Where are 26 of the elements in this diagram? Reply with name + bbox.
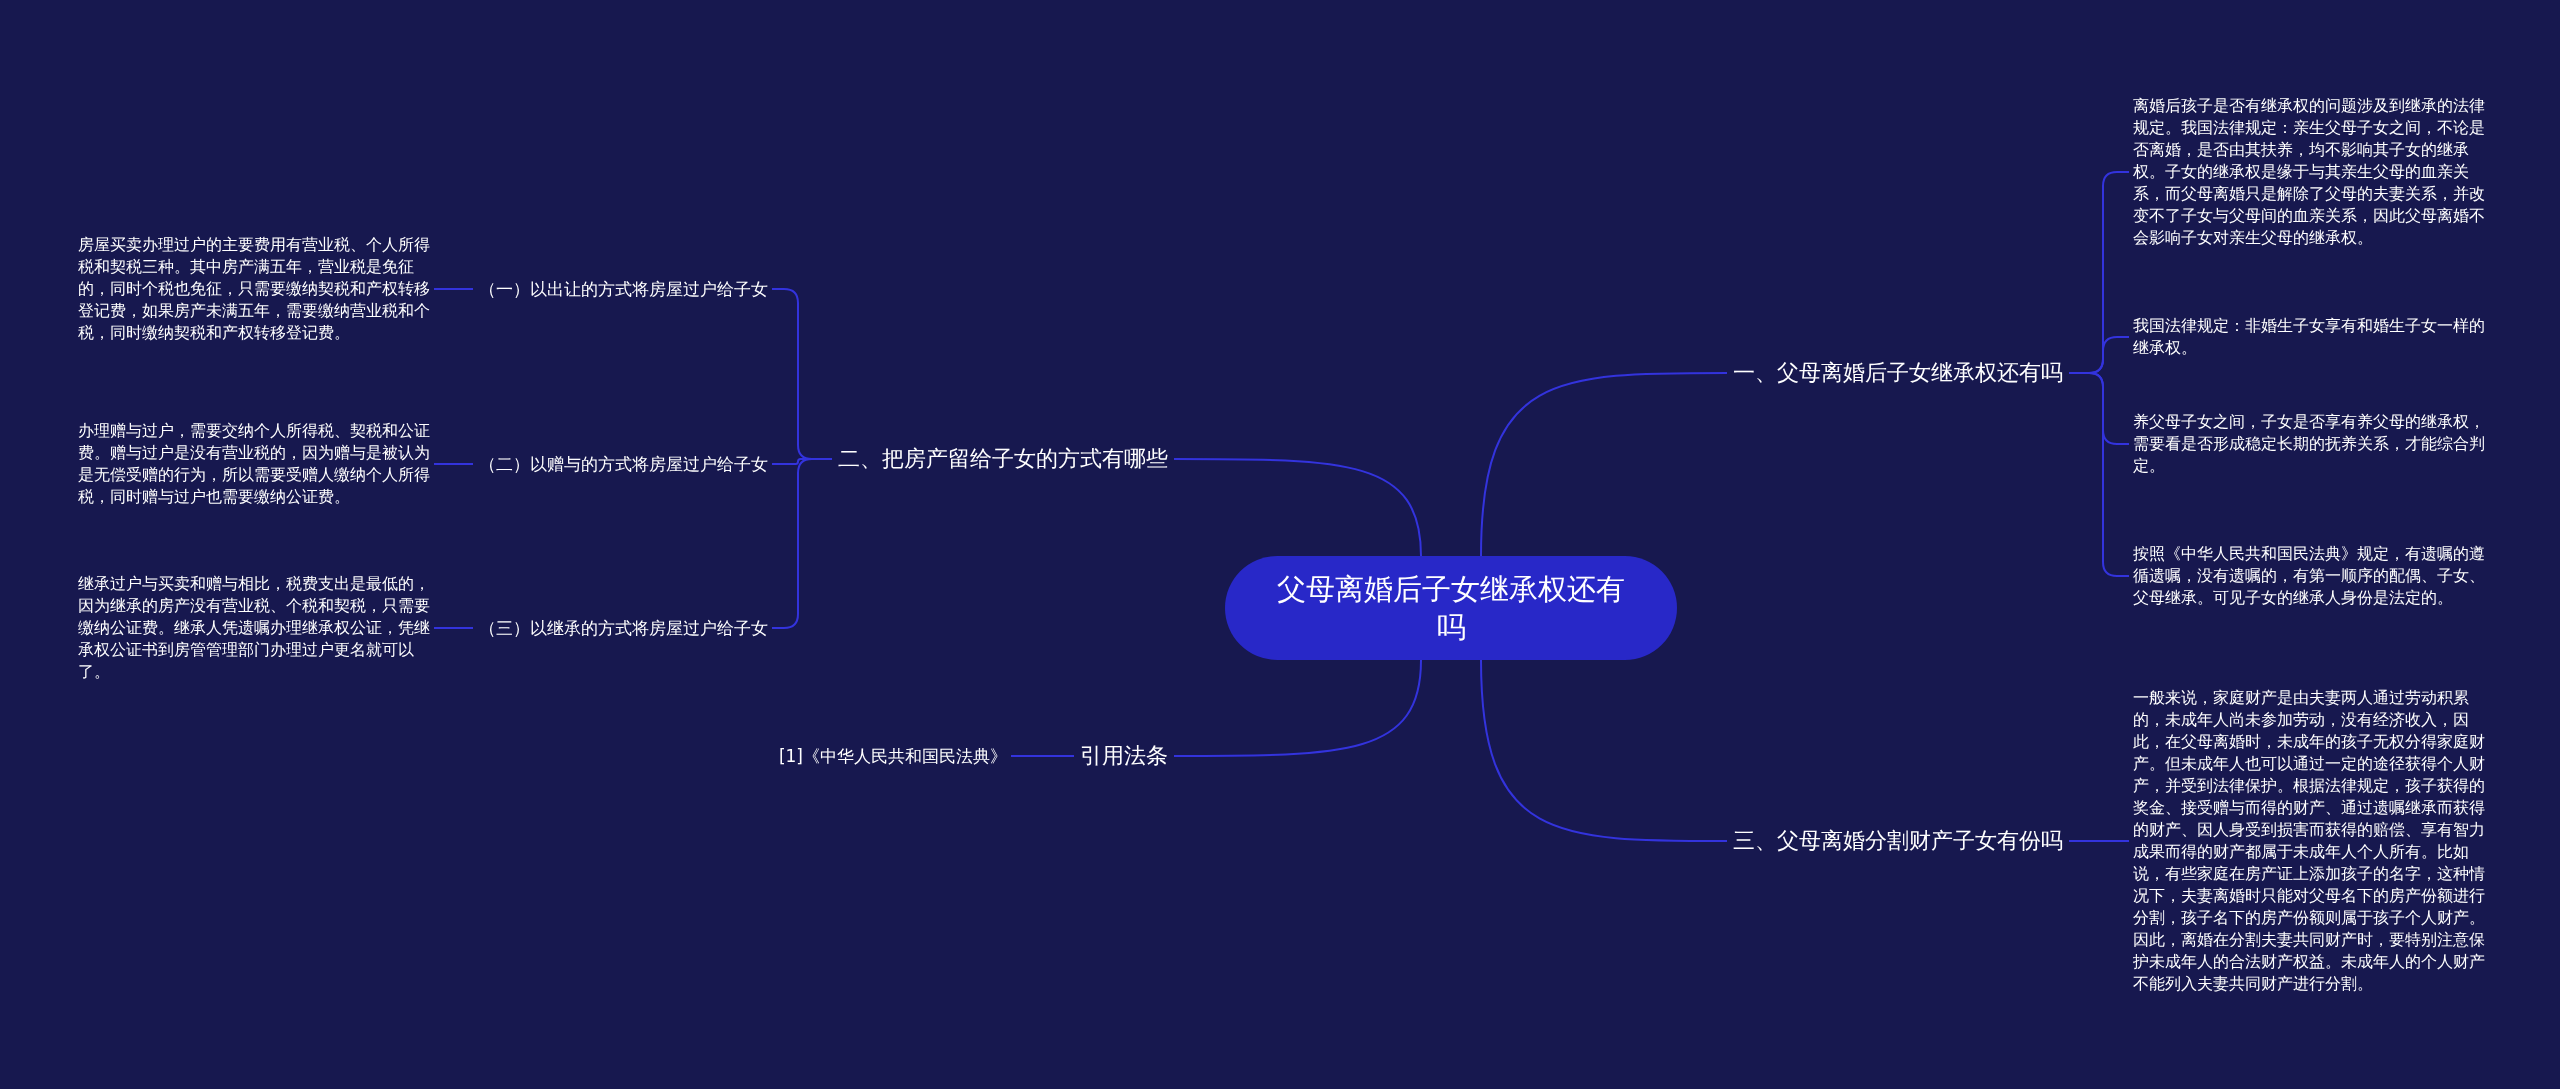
connector-line bbox=[433, 463, 474, 465]
note-text: 房屋买卖办理过户的主要费用有营业税、个人所得税和契税三种。其中房产满五年，营业税是免征的，同时个税也免征，只需要缴纳契税和产权转移登记费，如果房产未满五年，需要缴纳营业税和个税，同时缴纳契税和产权转移登记费。 bbox=[78, 234, 430, 344]
note-text: 离婚后孩子是否有继承权的问题涉及到继承的法律规定。我国法律规定：亲生父母子女之间，不论是否离婚，是否由其扶养，均不影响其子女的继承权。子女的继承权是缘于与其亲生父母的血亲关系，而父母离婚只是解除了父母的夫妻关系，并改变不了子女与父母间的血亲关系，因此父母离婚不会影响子女对亲生父母的继承权。 bbox=[2133, 95, 2485, 249]
connector-line bbox=[433, 288, 474, 290]
connector-line bbox=[1010, 755, 1075, 757]
sub-branch-label: （三）以继承的方式将房屋过户给子女 bbox=[479, 617, 768, 639]
connector-line bbox=[1480, 659, 1728, 842]
note-text: 继承过户与买卖和赠与相比，税费支出是最低的，因为继承的房产没有营业税、个税和契税，只需要缴纳公证费。继承人凭遗嘱办理继承权公证，凭继承权公证书到房管管理部门办理过户更名就可以了。 bbox=[78, 573, 430, 683]
connector-line bbox=[1173, 659, 1422, 757]
connector-line bbox=[433, 627, 474, 629]
central-topic: 父母离婚后子女继承权还有吗 bbox=[1225, 556, 1677, 660]
branch-label: 二、把房产留给子女的方式有哪些 bbox=[838, 444, 1168, 474]
sub-branch-label: （二）以赠与的方式将房屋过户给子女 bbox=[479, 453, 768, 475]
connector-line bbox=[2068, 840, 2130, 842]
connector-line bbox=[1173, 458, 1422, 557]
sub-branch-label: （一）以出让的方式将房屋过户给子女 bbox=[479, 278, 768, 300]
note-text: 一般来说，家庭财产是由夫妻两人通过劳动积累的，未成年人尚未参加劳动，没有经济收入，因此，在父母离婚时，未成年的孩子无权分得家庭财产。但未成年人也可以通过一定的途径获得个人财产，并受到法律保护。根据法律规定，孩子获得的奖金、接受赠与而得的财产、通过遗嘱继承而获得的财产、因人身受到损害而获得的赔偿、享有智力成果而得的财产都属于未成年人个人所有。比如说，有些家庭在房产证上添加孩子的名字，这种情况下，夫妻离婚时只能对父母名下的房产份额进行分割，孩子名下的房产份额则属于孩子个人财产。因此，离婚在分割夫妻共同财产时，要特别注意保护未成年人的合法财产权益。未成年人的个人财产不能列入夫妻共同财产进行分割。 bbox=[2133, 687, 2485, 995]
note-text: 办理赠与过户，需要交纳个人所得税、契税和公证费。赠与过户是没有营业税的，因为赠与是被认为是无偿受赠的行为，所以需要受赠人缴纳个人所得税，同时赠与过户也需要缴纳公证费。 bbox=[78, 420, 430, 508]
branch-label: 一、父母离婚后子女继承权还有吗 bbox=[1733, 358, 2063, 388]
note-text: 养父母子女之间，子女是否享有养父母的继承权，需要看是否形成稳定长期的抚养关系，才能综合判定。 bbox=[2133, 411, 2485, 477]
connector-line bbox=[1480, 372, 1728, 557]
sub-branch-label: [1]《中华人民共和国民法典》 bbox=[778, 745, 1007, 767]
branch-label: 三、父母离婚分割财产子女有份吗 bbox=[1733, 826, 2063, 856]
branch-label: 引用法条 bbox=[1080, 741, 1168, 771]
note-text: 按照《中华人民共和国民法典》规定，有遗嘱的遵循遗嘱，没有遗嘱的，有第一顺序的配偶、子女、父母继承。可见子女的继承人身份是法定的。 bbox=[2133, 543, 2485, 609]
note-text: 我国法律规定：非婚生子女享有和婚生子女一样的继承权。 bbox=[2133, 315, 2485, 359]
